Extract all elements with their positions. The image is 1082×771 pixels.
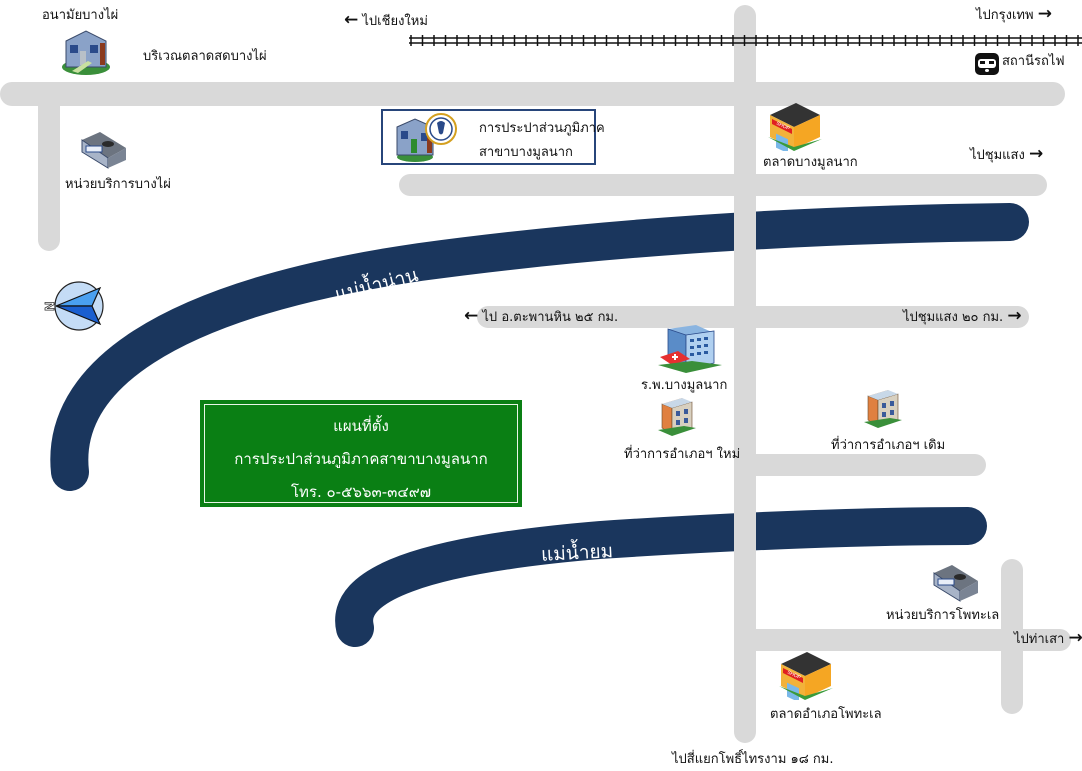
office-icon — [658, 398, 696, 436]
railway — [409, 35, 1082, 46]
label-service-photale: หน่วยบริการโพทะเล — [886, 608, 1000, 623]
label-district-office-old: ที่ว่าการอำเภอฯ เดิม — [831, 438, 946, 453]
info-box: แผนที่ตั้ง การประปาส่วนภูมิภาคสาขาบางมูล… — [200, 400, 522, 507]
arrow-right-icon: → — [1037, 4, 1052, 24]
compass-icon: N — [42, 281, 104, 331]
label-river-yom: แม่น้ำยม — [540, 540, 614, 566]
direction-chiang-mai: ← ไปเชียงใหม่ — [344, 10, 428, 30]
arrow-right-icon: → — [1007, 306, 1022, 326]
direction-bangkok: ไปกรุงเทพ → — [976, 4, 1052, 24]
label-market-bangmunnak: ตลาดบางมูลนาก — [763, 155, 858, 170]
office-name-line2: สาขาบางมูลนาก — [479, 145, 573, 160]
office-building-icon — [396, 113, 457, 162]
info-office-name: การประปาส่วนภูมิภาคสาขาบางมูลนาก — [234, 450, 488, 468]
shop-icon: SHOP — [768, 103, 822, 151]
svg-text:SHOP: SHOP — [786, 670, 802, 682]
direction-chum-saeng: ไปชุมแสง → — [970, 144, 1044, 164]
hospital-icon — [658, 325, 722, 373]
label-health-center: อนามัยบางไผ่ — [42, 8, 119, 23]
arrow-left-icon: ← — [344, 10, 359, 30]
label-hospital: ร.พ.บางมูลนาก — [641, 378, 728, 393]
label-service-bangphai: หน่วยบริการบางไผ่ — [65, 177, 171, 192]
train-icon — [975, 53, 999, 75]
label-train-station: สถานีรถไฟ — [1002, 54, 1065, 69]
office-name-line1: การประปาส่วนภูมิภาค — [479, 121, 605, 136]
office-icon — [864, 390, 902, 428]
direction-pho-thi-thai: ไปสี่แยกโพธิ์ไทรงาม ๑๘ กม. — [672, 752, 834, 767]
label-market-photale: ตลาดอำเภอโพทะเล — [770, 707, 882, 722]
office-location-box[interactable]: การประปาส่วนภูมิภาค สาขาบางมูลนาก — [381, 109, 605, 165]
arrow-right-icon: → — [1068, 628, 1082, 648]
arrow-left-icon: ← — [464, 306, 479, 326]
info-phone: โทร. ๐-๕๖๖๓-๓๔๙๗ — [290, 483, 432, 501]
label-fresh-market-area: บริเวณตลาดสดบางไผ่ — [143, 49, 267, 64]
shop-icon: SHOP — [779, 652, 833, 700]
river-nan — [50, 203, 1029, 491]
river-yom — [335, 507, 987, 647]
service-building-icon — [81, 132, 126, 169]
service-building-icon — [933, 565, 978, 602]
label-district-office-new: ที่ว่าการอำเภอฯ ใหม่ — [624, 447, 741, 462]
compass-n-label: N — [42, 302, 57, 311]
arrow-right-icon: → — [1028, 144, 1044, 164]
direction-tha-sao: ไปท่าเสา → — [1014, 628, 1082, 648]
direction-chum-saeng-20: ไปชุมแสง ๒๐ กม. → — [903, 306, 1022, 326]
svg-text:SHOP: SHOP — [775, 121, 791, 133]
house-icon — [62, 30, 110, 75]
direction-taphan-hin: ← ไป อ.ตะพานหิน ๒๕ กม. — [464, 306, 619, 326]
info-title: แผนที่ตั้ง — [333, 417, 389, 435]
